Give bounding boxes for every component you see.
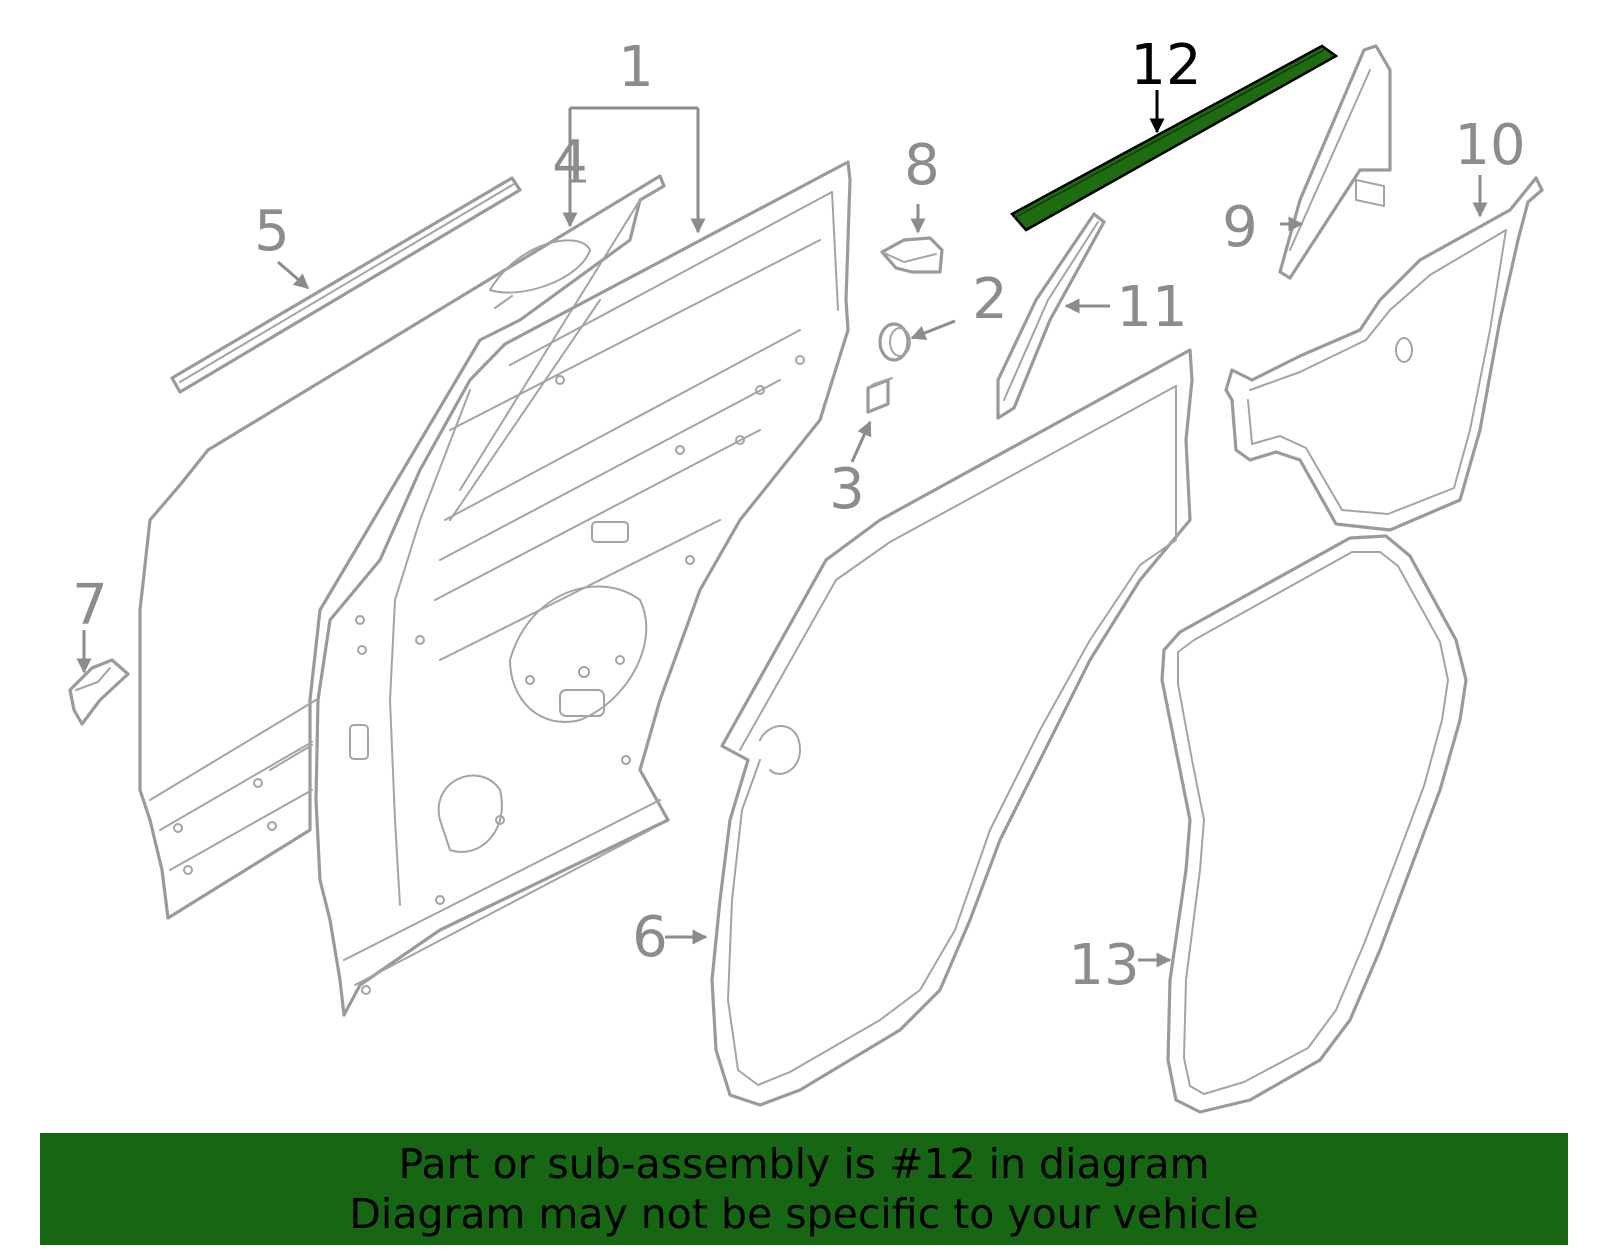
part-2-grommet <box>878 322 911 362</box>
part-11-run-channel <box>996 212 1106 420</box>
part-5-belt-moulding <box>170 176 522 394</box>
callout-10: 10 <box>1454 113 1525 178</box>
part-4-frame-cover <box>449 199 641 521</box>
callout-13: 13 <box>1068 933 1139 998</box>
info-banner: Part or sub-assembly is #12 in diagram D… <box>40 1133 1568 1245</box>
callout-12: 12 <box>1130 33 1201 98</box>
part-10-water-shield <box>1224 176 1544 532</box>
part-9-sash <box>1278 44 1392 280</box>
part-1-door-shell <box>314 160 852 1017</box>
part-7-clip <box>68 658 130 726</box>
callout-7: 7 <box>72 573 108 638</box>
callout-3: 3 <box>829 457 865 522</box>
callout-numbers: 1 2 3 4 5 6 7 8 9 10 11 12 13 <box>72 33 1525 998</box>
callout-11: 11 <box>1116 275 1187 340</box>
part-8-bracket <box>880 236 944 274</box>
banner-line-2: Diagram may not be specific to your vehi… <box>349 1190 1259 1238</box>
part-13-body-weatherstrip <box>1160 534 1468 1114</box>
door-outer-panel <box>138 174 666 920</box>
part-12-moulding <box>1010 44 1339 232</box>
callout-5: 5 <box>254 199 290 264</box>
callout-2: 2 <box>972 267 1008 332</box>
callout-8: 8 <box>904 133 940 198</box>
part-3-clip <box>866 377 893 414</box>
part-6-door-weatherstrip <box>710 348 1194 1107</box>
part-12-highlight <box>1010 44 1339 232</box>
leader-lines <box>76 90 1488 968</box>
callout-6: 6 <box>632 905 668 970</box>
callout-9: 9 <box>1222 195 1258 260</box>
banner-line-1: Part or sub-assembly is #12 in diagram <box>398 1140 1210 1188</box>
callout-4: 4 <box>552 129 588 194</box>
callout-1: 1 <box>618 35 654 100</box>
